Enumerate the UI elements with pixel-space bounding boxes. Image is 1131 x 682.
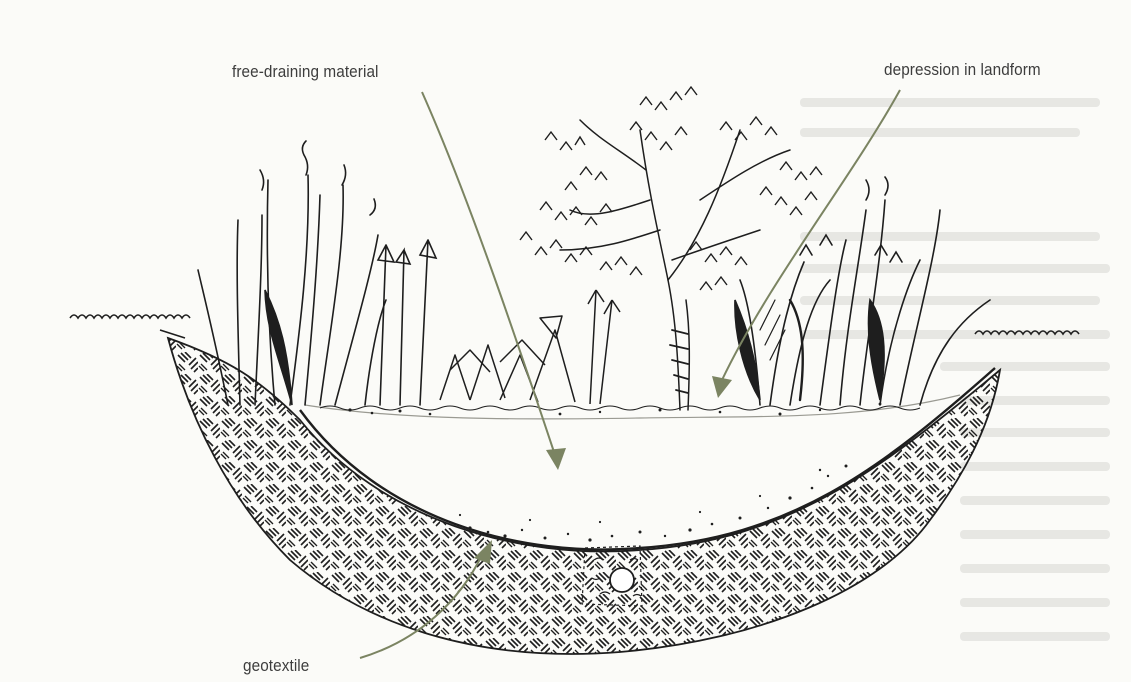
groundcover-plant <box>440 290 620 404</box>
grasses-right <box>735 177 990 405</box>
mulch-line <box>320 406 920 410</box>
leader-free-draining <box>422 92 566 470</box>
label-free-draining-material: free-draining material <box>232 62 379 82</box>
label-depression-in-landform: depression in landform <box>884 60 1041 80</box>
ground-surface-right <box>975 331 1079 334</box>
ground-surface-left <box>70 315 190 338</box>
tree-foliage <box>520 87 822 290</box>
label-geotextile: geotextile <box>243 656 309 676</box>
drain-pipe-icon <box>610 568 634 592</box>
grasses-left <box>198 141 436 405</box>
